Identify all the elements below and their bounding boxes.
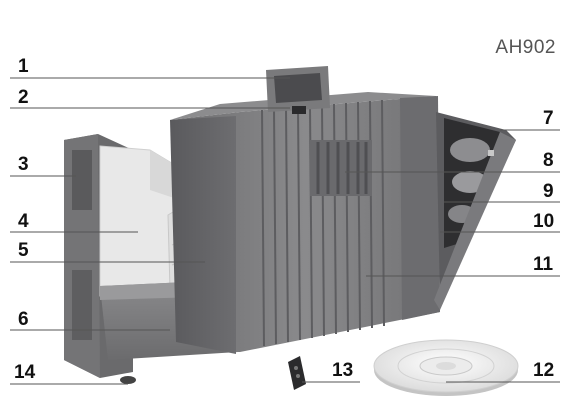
right-side-panel bbox=[434, 112, 516, 310]
callout-11: 11 bbox=[533, 254, 554, 275]
water-tablet-icon bbox=[373, 339, 519, 396]
air-outlet-grille bbox=[310, 140, 372, 196]
callout-8: 8 bbox=[543, 150, 554, 171]
main-body bbox=[170, 92, 440, 354]
callout-9: 9 bbox=[543, 181, 554, 202]
callout-12: 12 bbox=[533, 360, 555, 381]
callout-6: 6 bbox=[18, 309, 29, 330]
callout-13: 13 bbox=[332, 360, 354, 381]
base-foot bbox=[120, 376, 136, 384]
display-screen-icon bbox=[266, 66, 330, 114]
callout-1: 1 bbox=[18, 56, 29, 77]
callout-4: 4 bbox=[18, 211, 29, 232]
model-label: AH902 bbox=[495, 37, 556, 58]
remote-control-icon bbox=[288, 356, 306, 390]
callout-5: 5 bbox=[18, 240, 29, 261]
callout-3: 3 bbox=[18, 154, 29, 175]
leader-lines bbox=[10, 77, 560, 385]
callout-2: 2 bbox=[18, 87, 29, 108]
callout-10: 10 bbox=[533, 211, 555, 232]
callout-14: 14 bbox=[14, 362, 36, 383]
callout-7: 7 bbox=[543, 108, 554, 129]
